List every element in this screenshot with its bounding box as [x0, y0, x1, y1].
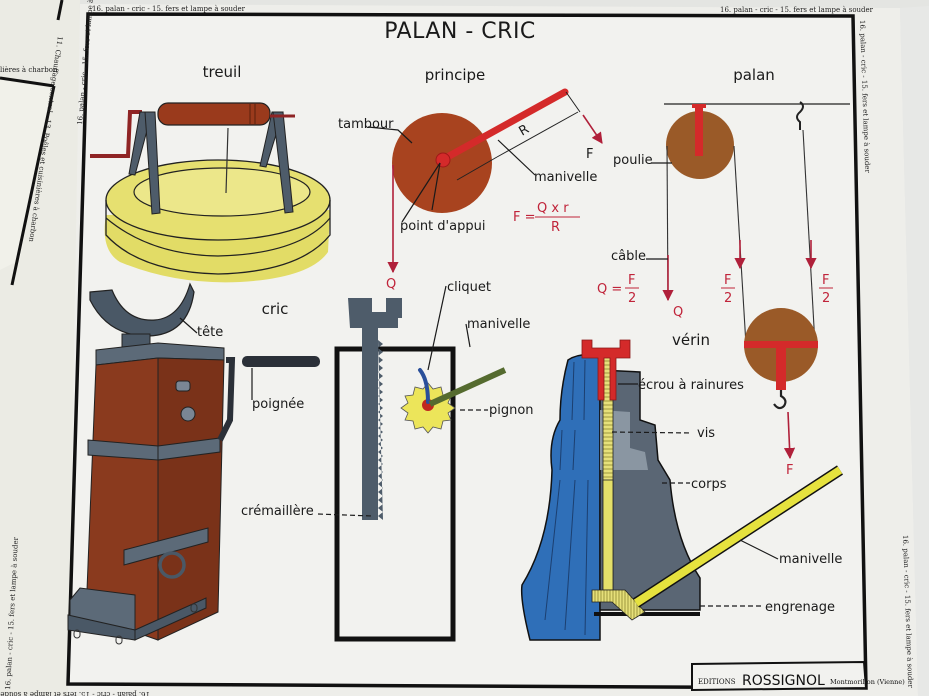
- verin-diagram: vérin écrou à rainures vis co: [520, 331, 844, 641]
- half-force-right-denominator: 2: [822, 291, 830, 306]
- principe-formula: F = Q x r R: [513, 201, 580, 235]
- publisher-city: Montmorillon (Vienne): [830, 678, 905, 686]
- formula-numerator: Q x r: [537, 201, 569, 216]
- cric-manivelle-label: manivelle: [467, 317, 530, 332]
- palan-formula-q: Q = F 2: [597, 273, 639, 306]
- palan-Q-label: Q: [673, 305, 683, 320]
- treuil-drum: [157, 102, 271, 126]
- verin-engrenage-label: engrenage: [765, 600, 835, 615]
- pulley-hook-icon: [773, 390, 787, 410]
- principe-tambour-label: tambour: [338, 117, 394, 132]
- palan-F-label: F: [786, 463, 793, 478]
- verin-bevel-gear: [591, 589, 646, 621]
- cric-mechanism: cliquet manivelle pignon crémaillère: [241, 280, 534, 642]
- principe-F-label: F: [586, 147, 593, 162]
- palan-diagram: palan Q F poulie câble Q = F: [597, 66, 850, 478]
- cric-body-side: [157, 357, 225, 641]
- pinion-crank: [428, 367, 507, 407]
- palan-poulie-label: poulie: [613, 153, 653, 168]
- principe-diagram: principe R F Q tambour manivelle point d…: [338, 66, 603, 292]
- treuil-diagram: treuil: [90, 63, 331, 283]
- palan-half-force-left: F 2: [721, 273, 735, 306]
- ceiling-hook-icon: [796, 101, 804, 130]
- rack-cremaillere: [348, 298, 402, 520]
- back-poster-caption-top: lières à charbon: [0, 65, 58, 74]
- palan-formula-lhs: Q =: [597, 282, 622, 297]
- principe-manivelle-label: manivelle: [534, 170, 597, 185]
- palan-formula-numerator: F: [628, 273, 635, 288]
- well-opening: [133, 167, 311, 217]
- edge-caption-top-right: 16. palan - cric - 15. fers et lampe à s…: [720, 5, 874, 14]
- palan-half-force-right: F 2: [819, 273, 833, 306]
- publisher-name: ROSSIGNOL: [742, 673, 825, 689]
- palan-formula-denominator: 2: [628, 291, 636, 306]
- cric-cliquet-label: cliquet: [447, 280, 491, 295]
- treuil-rope: [225, 127, 229, 194]
- cric-crank: [217, 357, 236, 442]
- back-poster: lières à charbon 11. Chauffage central -…: [0, 0, 80, 696]
- verin-handle: [633, 466, 843, 607]
- verin-vis-label: vis: [697, 426, 715, 441]
- principe-point-appui-label: point d'appui: [400, 219, 485, 234]
- cric-cremaillere-label: crémaillère: [241, 504, 314, 519]
- fixed-pulley-mount: [695, 106, 703, 156]
- formula-lhs: F =: [513, 210, 536, 225]
- cric-diagram: cric tête poignée: [67, 282, 320, 645]
- treuil-stands: [128, 111, 294, 215]
- publisher-prefix: EDITIONS: [698, 678, 736, 686]
- palan-cable-label: câble: [611, 249, 646, 264]
- formula-denominator: R: [551, 220, 560, 235]
- palan-F-arrow: [783, 411, 796, 460]
- cric-handle: [242, 356, 320, 367]
- verin-manivelle-label: manivelle: [779, 552, 842, 567]
- poster-title: PALAN - CRIC: [384, 19, 536, 44]
- treuil-crank: [90, 110, 142, 158]
- principe-crank-arm: [438, 88, 569, 164]
- verin-title: vérin: [672, 331, 710, 349]
- palan-title: palan: [733, 66, 775, 84]
- verin-corps-label: corps: [691, 477, 727, 492]
- principe-title: principe: [425, 66, 486, 84]
- half-force-left-numerator: F: [724, 273, 731, 288]
- verin-head: [581, 339, 631, 401]
- publisher-box: EDITIONS ROSSIGNOL Montmorillon (Vienne): [691, 660, 905, 692]
- edge-caption-top-left: 16. palan - cric - 15. fers et lampe à s…: [92, 4, 246, 13]
- principe-Q-label: Q: [386, 277, 396, 292]
- half-force-left-denominator: 2: [724, 291, 732, 306]
- cric-title: cric: [262, 300, 289, 318]
- rack-casing: [334, 346, 456, 642]
- verin-ecrou-label: écrou à rainures: [638, 378, 744, 393]
- moving-pulley-mount: [776, 345, 786, 390]
- cric-tete-label: tête: [197, 325, 223, 340]
- pawl-cliquet: [418, 368, 430, 404]
- principe-force-arrow: [582, 114, 603, 144]
- half-force-right-numerator: F: [822, 273, 829, 288]
- cric-head: [89, 282, 195, 337]
- edge-caption-bottom: 16. palan - cric - 15. fers et lampe à s…: [0, 690, 150, 696]
- treuil-title: treuil: [203, 63, 242, 81]
- cric-pignon-label: pignon: [489, 403, 534, 418]
- cric-poignee-label: poignée: [252, 397, 304, 412]
